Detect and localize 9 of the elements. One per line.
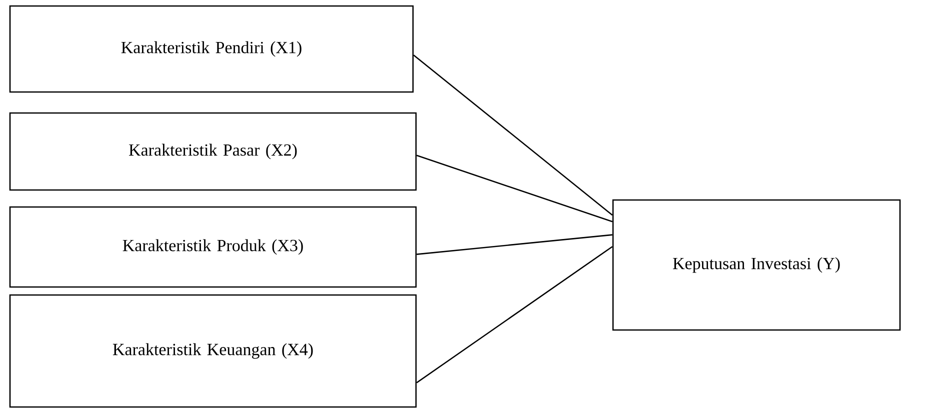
text-box: Karakteristik Produk (X3) (9, 206, 417, 288)
text-box: Karakteristik Pendiri (X1) (9, 5, 414, 93)
connector-line (413, 54, 613, 216)
text-box: Keputusan Investasi (Y) (612, 199, 901, 331)
text-box: Karakteristik Pasar (X2) (9, 112, 417, 191)
connector-line (416, 154, 613, 222)
connector-line (416, 246, 613, 384)
connector-line (416, 234, 612, 255)
text-box: Karakteristik Keuangan (X4) (9, 294, 417, 408)
